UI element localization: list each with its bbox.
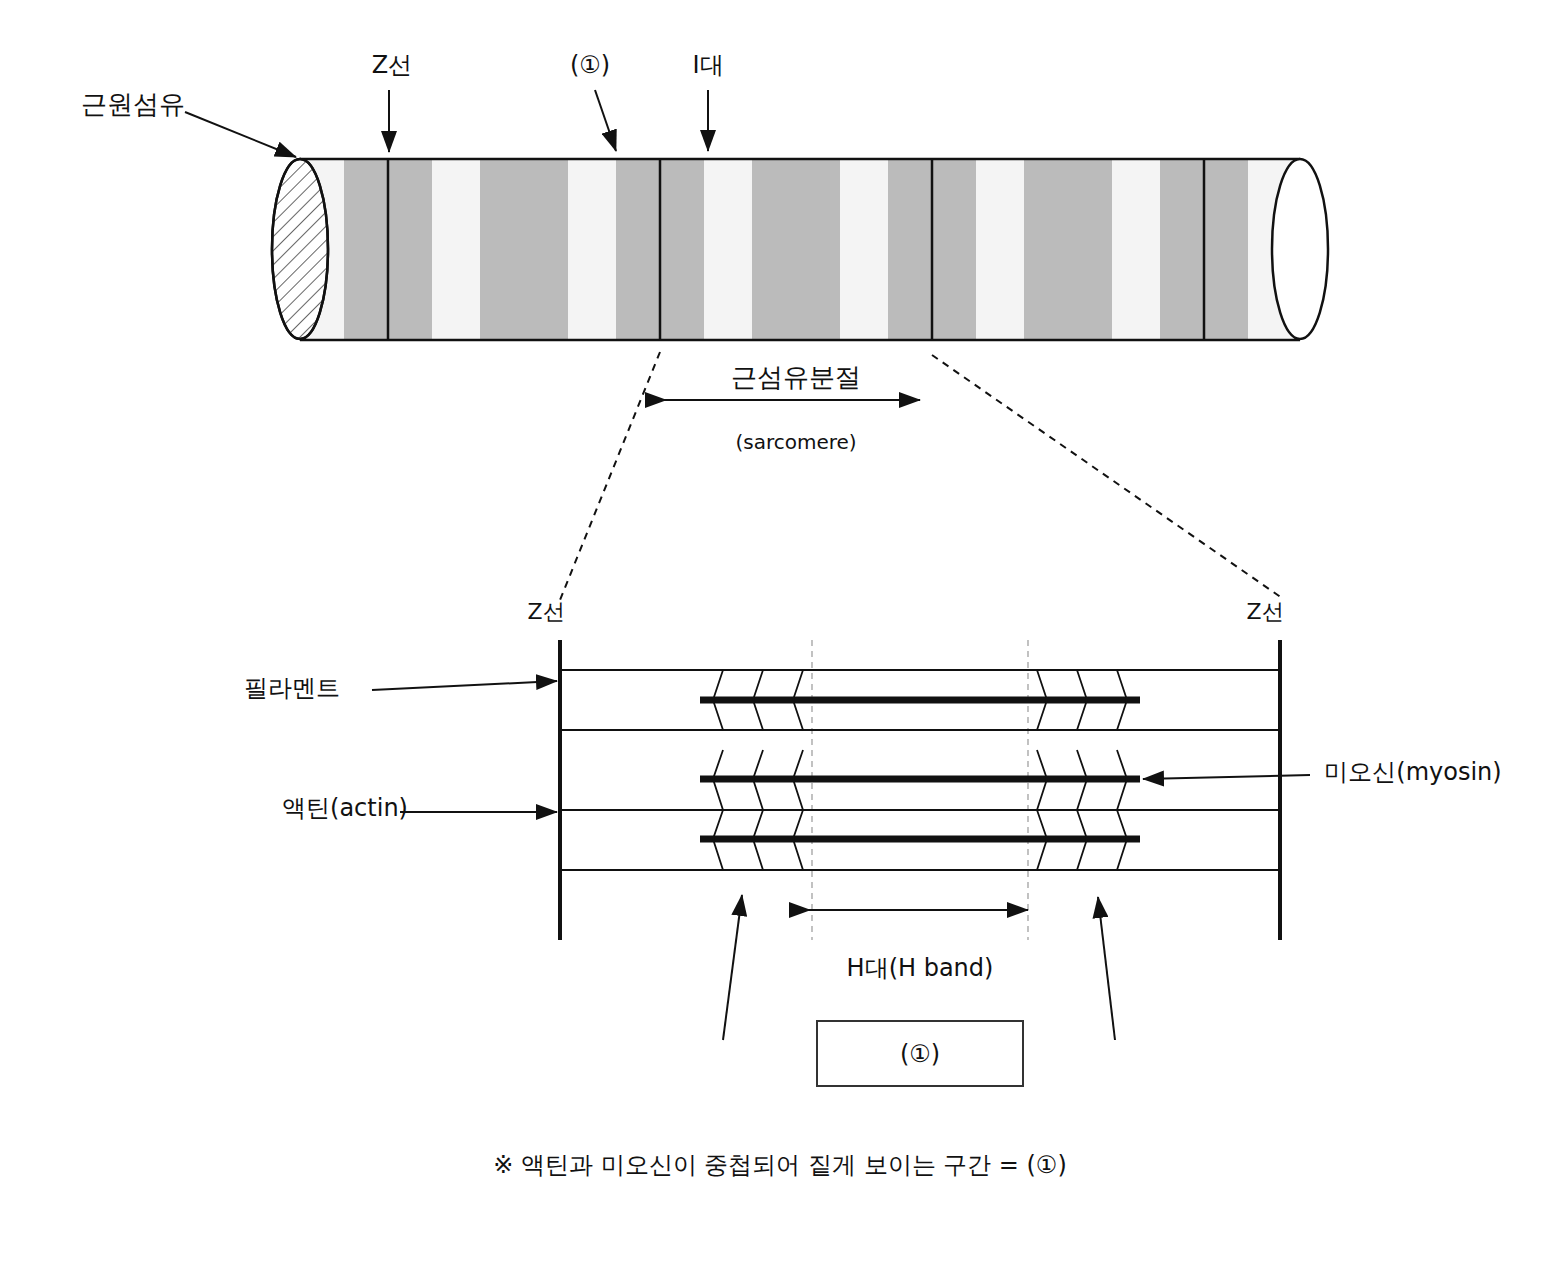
part-label: 미오신(myosin) <box>1324 758 1501 787</box>
part-label: 액틴(actin) <box>282 794 408 823</box>
part-label: (sarcomere) <box>735 430 856 454</box>
part-label: ※ 액틴과 미오신이 중첩되어 짙게 보이는 구간 = (①) <box>493 1151 1067 1180</box>
part-label: 근섬유분절 <box>731 362 861 393</box>
part-label: H대(H band) <box>847 954 994 983</box>
part-label: Z선 <box>1246 599 1283 625</box>
part-label: Z선 <box>372 51 412 80</box>
part-label: Z선 <box>527 599 564 625</box>
part-label: 근원섬유 <box>81 89 185 120</box>
node-text: (①) <box>900 1040 940 1068</box>
part-label: I대 <box>692 51 723 80</box>
answer-box: (①) <box>816 1020 1024 1087</box>
part-label: (①) <box>570 51 610 80</box>
part-label: 필라멘트 <box>244 674 340 703</box>
